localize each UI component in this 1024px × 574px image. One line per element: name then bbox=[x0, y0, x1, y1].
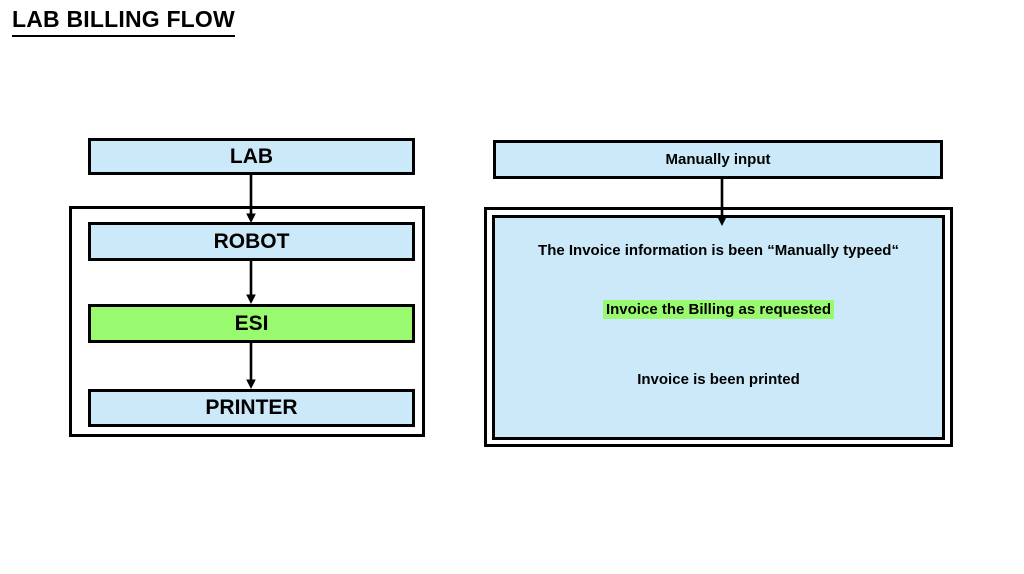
node-robot[interactable]: ROBOT bbox=[88, 222, 415, 261]
connector-manually-input-to-panel bbox=[715, 179, 729, 227]
node-printer-label: PRINTER bbox=[205, 396, 298, 419]
panel-line-invoice-printed: Invoice is been printed bbox=[495, 371, 942, 388]
panel-invoice-process: The Invoice information is been “Manuall… bbox=[492, 215, 945, 440]
node-esi-label: ESI bbox=[234, 311, 269, 335]
panel-line-invoice-billing: Invoice the Billing as requested bbox=[495, 300, 942, 319]
connector-robot-to-esi bbox=[244, 260, 258, 305]
page-title: LAB BILLING FLOW bbox=[12, 5, 235, 37]
node-esi[interactable]: ESI bbox=[88, 304, 415, 343]
connector-lab-to-robot bbox=[244, 174, 258, 224]
panel-line-1-text: The Invoice information is been “Manuall… bbox=[538, 242, 899, 259]
node-manually-input[interactable]: Manually input bbox=[493, 140, 943, 179]
panel-line-invoice-information: The Invoice information is been “Manuall… bbox=[495, 242, 942, 259]
node-robot-label: ROBOT bbox=[213, 229, 290, 253]
panel-line-3-text: Invoice is been printed bbox=[637, 371, 800, 388]
node-manually-input-label: Manually input bbox=[665, 151, 771, 168]
node-lab-label: LAB bbox=[229, 144, 274, 168]
node-lab[interactable]: LAB bbox=[88, 138, 415, 175]
connector-esi-to-printer bbox=[244, 342, 258, 390]
group-box-right bbox=[484, 207, 953, 447]
group-box-left bbox=[69, 206, 425, 437]
node-printer[interactable]: PRINTER bbox=[88, 389, 415, 427]
panel-line-2-text-highlighted: Invoice the Billing as requested bbox=[602, 300, 835, 319]
